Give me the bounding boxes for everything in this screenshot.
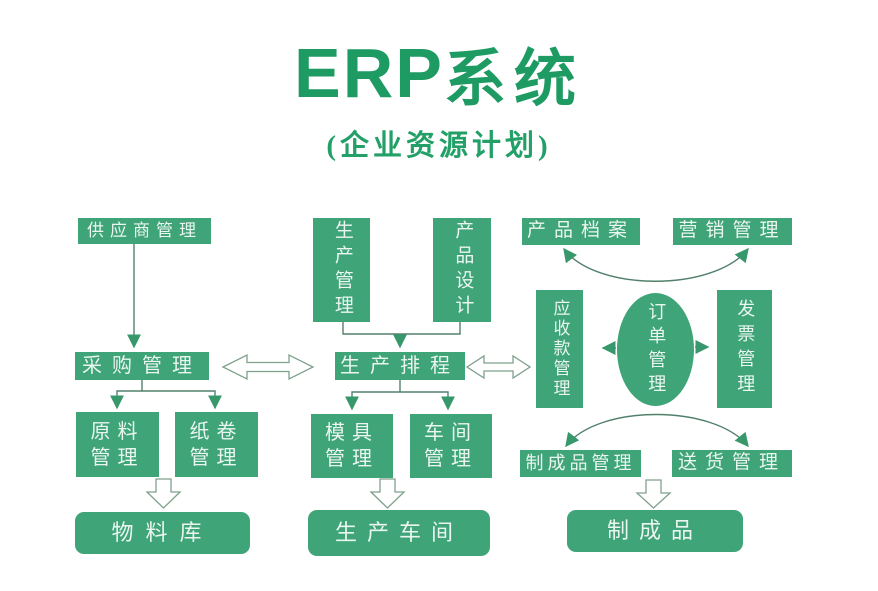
- node-production-scheduling: 生产排程: [335, 352, 465, 380]
- node-workshop-mgmt-label: 车间管理: [424, 422, 478, 470]
- node-product-archive: 产品档案: [522, 218, 640, 245]
- block-arrow-to-material-warehouse: [145, 478, 182, 509]
- node-finished-goods: 制成品: [567, 510, 743, 552]
- node-invoice-mgmt-label: 发票管理: [735, 299, 756, 399]
- node-product-design: 产品设计: [433, 218, 491, 322]
- arrow-order-to-finishedmgmt-delivery: [565, 413, 749, 448]
- node-raw-material-mgmt: 原料管理: [76, 412, 159, 477]
- node-receivables-mgmt-label: 应收款管理: [550, 299, 570, 399]
- node-product-design-label: 产品设计: [452, 220, 474, 320]
- node-finished-goods-mgmt-label: 制成品管理: [525, 452, 636, 473]
- block-arrow-to-production-workshop: [369, 478, 406, 509]
- node-workshop-mgmt: 车间管理: [410, 414, 492, 478]
- node-paper-roll-mgmt-label: 纸卷管理: [189, 420, 244, 469]
- node-production-scheduling-label: 生产排程: [340, 355, 460, 377]
- node-order-mgmt-label: 订单管理: [646, 301, 667, 398]
- arrow-purchasing-to-children: [110, 390, 222, 410]
- node-marketing-mgmt: 营销管理: [673, 218, 792, 245]
- node-production-workshop: 生产车间: [308, 510, 490, 556]
- connector-design-bracket: [342, 322, 461, 335]
- node-marketing-mgmt-label: 营销管理: [678, 220, 787, 242]
- node-order-mgmt: 订单管理: [617, 293, 694, 406]
- node-production-mgmt: 生产管理: [313, 218, 370, 322]
- node-invoice-mgmt: 发票管理: [717, 290, 772, 408]
- node-finished-goods-label: 制成品: [606, 517, 703, 543]
- node-paper-roll-mgmt: 纸卷管理: [175, 412, 258, 477]
- node-mold-mgmt: 模具管理: [311, 414, 393, 478]
- node-raw-material-mgmt-label: 原料管理: [90, 420, 145, 469]
- block-arrow-to-finished-goods: [635, 479, 672, 509]
- arrow-scheduling-to-children: [345, 391, 455, 411]
- node-mold-mgmt-label: 模具管理: [325, 422, 379, 470]
- node-material-warehouse-label: 物料库: [111, 519, 214, 545]
- title-cjk: 系统: [443, 46, 584, 114]
- node-material-warehouse: 物料库: [75, 512, 250, 554]
- node-purchasing-mgmt-label: 采购管理: [82, 355, 202, 377]
- node-purchasing-mgmt: 采购管理: [75, 352, 209, 380]
- double-arrow-scheduling-receivables: [465, 354, 532, 380]
- double-arrow-purchasing-scheduling: [221, 353, 315, 381]
- page-subtitle: (企业资源计划): [326, 130, 552, 162]
- title-latin: ERP: [294, 34, 444, 112]
- node-product-archive-label: 产品档案: [526, 220, 635, 242]
- node-production-workshop-label: 生产车间: [334, 519, 463, 545]
- node-supplier-mgmt: 供应商管理: [78, 218, 211, 244]
- page-title: ERP系统: [0, 28, 878, 118]
- node-delivery-mgmt: 送货管理: [672, 450, 792, 477]
- node-production-mgmt-label: 生产管理: [331, 220, 353, 320]
- node-finished-goods-mgmt: 制成品管理: [520, 450, 641, 477]
- arrow-order-to-archive-marketing: [563, 247, 749, 282]
- node-receivables-mgmt: 应收款管理: [536, 290, 583, 408]
- node-supplier-mgmt-label: 供应商管理: [87, 220, 202, 240]
- node-delivery-mgmt-label: 送货管理: [677, 452, 786, 474]
